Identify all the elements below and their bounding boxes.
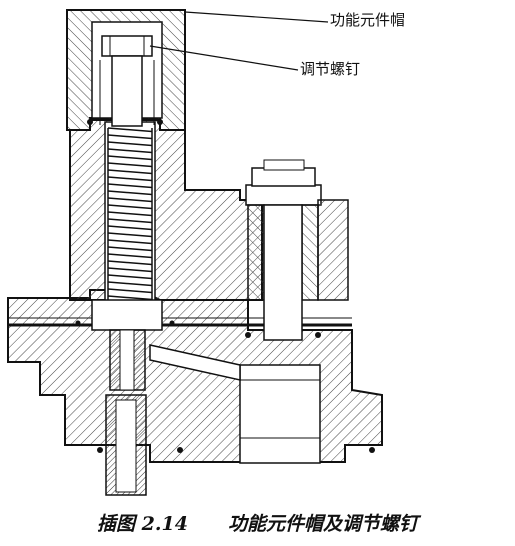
spring-coil — [107, 127, 153, 133]
spring-coil — [107, 148, 153, 154]
valve-stem — [91, 299, 163, 391]
callout-leaders — [149, 11, 329, 71]
spring-coil — [107, 274, 153, 280]
spring-coil — [107, 155, 153, 161]
spring-coil — [107, 176, 153, 182]
outlet-fitting — [105, 394, 147, 496]
adjusting-screw — [99, 35, 155, 127]
spring-coil — [107, 281, 153, 287]
spring-coil — [107, 211, 153, 217]
spring-coil — [107, 225, 153, 231]
o-rings — [75, 119, 375, 453]
spring-coil — [107, 183, 153, 189]
side-valve-assembly — [245, 159, 349, 341]
spring-coil — [107, 218, 153, 224]
spring-coil — [107, 246, 153, 252]
figure-caption: 插图 2.14 功能元件帽及调节螺钉 — [0, 509, 515, 536]
spring-coil — [107, 204, 153, 210]
spring-coil — [107, 295, 153, 301]
spring — [107, 127, 153, 308]
spring-coil — [107, 239, 153, 245]
bonnet-housing — [69, 117, 263, 301]
spring-coil — [107, 141, 153, 147]
valve-body — [7, 289, 383, 463]
spring-coil — [107, 197, 153, 203]
spring-coil — [107, 260, 153, 266]
spring-coil — [107, 162, 153, 168]
caption-number: 插图 2.14 — [97, 513, 188, 535]
caption-title: 功能元件帽及调节螺钉 — [227, 513, 418, 535]
spring-coil — [107, 169, 153, 175]
lower-bore — [149, 344, 321, 464]
spring-coil — [107, 190, 153, 196]
spring-coil — [107, 253, 153, 259]
spring-coil — [107, 232, 153, 238]
cap-label: 功能元件帽 — [330, 11, 406, 29]
spring-coil — [107, 267, 153, 273]
screw-label: 调节螺钉 — [300, 60, 361, 78]
spring-chamber — [104, 121, 156, 313]
spring-coil — [107, 134, 153, 140]
spring-coil — [107, 288, 153, 294]
